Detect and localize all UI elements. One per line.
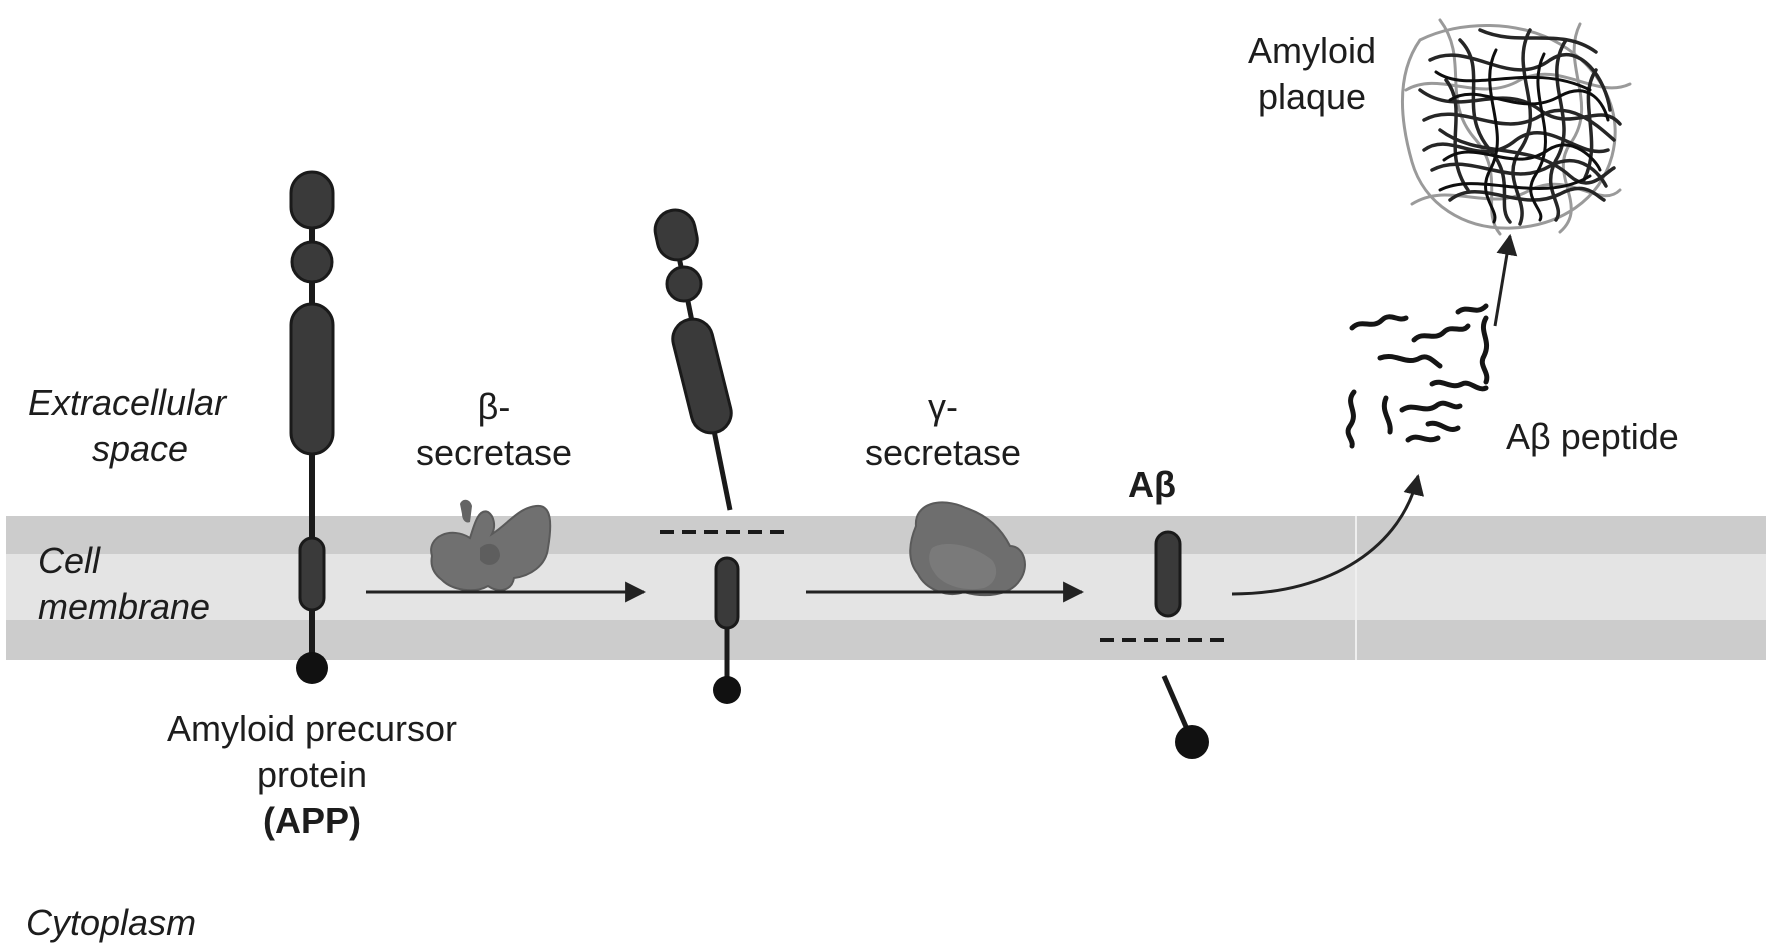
app-cytoplasmic-tail <box>296 652 328 684</box>
membrane-label-line-2: membrane <box>38 586 211 628</box>
abeta-peptides-icon <box>1345 303 1490 449</box>
membrane-inner-layer <box>6 554 1766 620</box>
app-label-line-2: protein <box>256 754 368 796</box>
aicd-tail <box>1175 725 1209 759</box>
abeta-transmembrane-segment <box>1154 530 1182 618</box>
extracellular-label-line-2: space <box>92 428 189 470</box>
fragment-domain-2 <box>665 265 703 303</box>
app-label: Amyloid precursor protein (APP) <box>142 706 482 844</box>
membrane-label-line-1: Cell <box>38 540 101 581</box>
extracellular-label-line-1: Extracellular <box>28 382 227 423</box>
arrow-aggregation <box>1493 233 1518 327</box>
abeta-fragment <box>1154 530 1182 618</box>
c99-cytoplasmic-tail <box>713 676 741 704</box>
c99-fragment <box>713 556 741 704</box>
app-domain-1 <box>289 170 335 230</box>
sappb-fragment <box>653 208 733 511</box>
app-domain-2 <box>290 240 334 284</box>
app-abbreviation: (APP) <box>263 800 361 842</box>
app-domain-3 <box>289 302 335 456</box>
abeta-label: Aβ <box>1128 464 1176 505</box>
beta-secretase-label: β- secretase <box>394 384 594 476</box>
gamma-secretase-label-line-1: γ- <box>928 386 958 427</box>
gamma-secretase-label-line-2: secretase <box>864 432 1022 474</box>
app-transmembrane-segment <box>298 536 326 612</box>
c99-transmembrane-segment <box>714 556 740 630</box>
cytoplasm-label: Cytoplasm <box>26 902 197 943</box>
beta-secretase-label-line-2: secretase <box>415 432 573 474</box>
aicd-fragment <box>1161 675 1209 759</box>
fragment-domain-3 <box>671 317 733 435</box>
cell-membrane-label: Cell membrane <box>38 538 210 630</box>
app-protein <box>289 170 335 684</box>
plaque-label-line-1: Amyloid <box>1247 30 1377 71</box>
arrow-abeta-release <box>1231 473 1425 596</box>
beta-secretase-label-line-1: β- <box>477 386 511 427</box>
app-label-line-1: Amyloid precursor <box>166 708 458 749</box>
amyloid-plaque-icon <box>1401 18 1632 236</box>
abeta-peptide-label: Aβ peptide <box>1506 416 1679 457</box>
gamma-secretase-label: γ- secretase <box>838 384 1048 476</box>
amyloid-plaque-label: Amyloid plaque <box>1212 28 1412 120</box>
cell-membrane <box>6 516 1766 660</box>
fragment-domain-1 <box>653 208 699 262</box>
gamma-secretase-enzyme-icon <box>909 501 1026 597</box>
beta-secretase-enzyme-icon <box>430 499 552 592</box>
plaque-label-line-2: plaque <box>1257 76 1367 118</box>
extracellular-space-label: Extracellular space <box>28 380 226 472</box>
